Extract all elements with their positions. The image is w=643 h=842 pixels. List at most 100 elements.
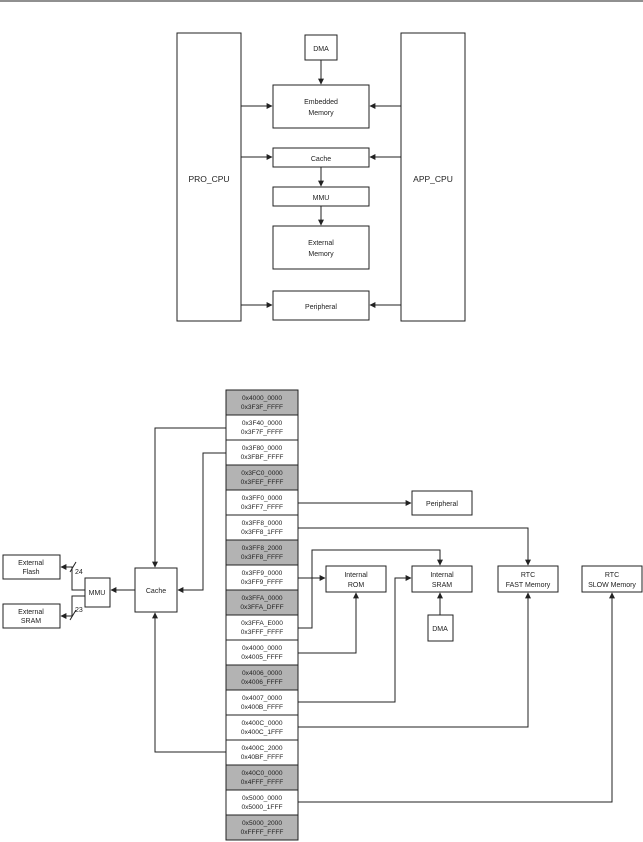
address-region-7 (225, 539, 299, 566)
address-region-11-end: 0x4005_FFFF (241, 654, 282, 661)
address-region-2-end: 0x3F7F_FFFF (241, 429, 283, 436)
internal-sram-box (411, 565, 473, 593)
external-sram-label-2: SRAM (21, 618, 41, 625)
external-flash-box (2, 554, 61, 580)
embedded-memory-box (272, 84, 370, 129)
dma-box-map (427, 614, 454, 642)
address-region-8-end: 0x3FF9_FFFF (241, 579, 283, 586)
address-region-3-start: 0x3F80_0000 (242, 445, 283, 452)
internal-rom-label-2: ROM (348, 582, 365, 589)
address-region-9-start: 0x3FFA_0000 (241, 595, 282, 602)
address-region-2 (225, 414, 299, 441)
internal-rom-box (325, 565, 387, 593)
rtc-slow-label-1: RTC (605, 572, 619, 579)
address-regions: 0x4000_00000x3F3F_FFFF0x3F40_00000x3F7F_… (225, 389, 299, 841)
bus-slash-sram (69, 609, 77, 621)
cache-label-map: Cache (146, 588, 166, 595)
peripheral-box-map (411, 490, 473, 516)
external-memory-box (272, 225, 370, 270)
address-region-14 (225, 714, 299, 741)
address-region-18 (225, 814, 299, 841)
external-memory-label-2: Memory (308, 251, 334, 258)
cache-label-top: Cache (311, 156, 331, 163)
pro-cpu-label: PRO_CPU (188, 174, 229, 184)
address-region-5-start: 0x3FF0_0000 (242, 495, 283, 502)
bus-slash-flash (69, 561, 77, 573)
embedded-memory-label-2: Memory (308, 110, 334, 117)
address-region-17-end: 0x5000_1FFF (241, 804, 282, 811)
address-region-3-end: 0x3FBF_FFFF (241, 454, 284, 461)
rtc-fast-box (497, 565, 559, 593)
address-region-1-start: 0x4000_0000 (242, 395, 282, 402)
external-flash-label-2: Flash (22, 569, 39, 576)
external-sram-label-1: External (18, 609, 44, 616)
address-region-10-end: 0x3FFF_FFFF (241, 629, 284, 636)
address-region-12 (225, 664, 299, 691)
address-region-5 (225, 489, 299, 516)
app-cpu-label: APP_CPU (413, 174, 453, 184)
dma-label-map: DMA (432, 626, 448, 633)
address-region-16-end: 0x4FFF_FFFF (241, 779, 284, 786)
app-cpu-box (400, 32, 466, 322)
mmu-box-map (84, 577, 111, 608)
address-region-1 (225, 389, 299, 416)
address-region-15 (225, 739, 299, 766)
address-region-17 (225, 789, 299, 816)
bus-width-sram: 23 (75, 607, 83, 614)
link-r10-rom (298, 592, 359, 654)
link-r2-cache (177, 452, 226, 593)
link-r14-cache (152, 612, 226, 753)
link-r5-rtcfast (298, 527, 531, 566)
rtc-fast-label-2: FAST Memory (506, 582, 551, 589)
address-region-4-end: 0x3FEF_FFFF (241, 479, 284, 486)
address-region-9-end: 0x3FFA_DFFF (240, 604, 283, 611)
embedded-memory-label-1: Embedded (304, 99, 338, 106)
address-region-12-start: 0x4006_0000 (242, 670, 282, 677)
link-r13-rtcfast (298, 592, 531, 728)
address-region-11-start: 0x4000_0000 (242, 645, 282, 652)
address-region-13-start: 0x4007_0000 (242, 695, 282, 702)
address-region-6 (225, 514, 299, 541)
address-region-16 (225, 764, 299, 791)
peripheral-label-top: Peripheral (305, 304, 337, 311)
address-region-1-end: 0x3F3F_FFFF (241, 404, 283, 411)
link-r9-sram (298, 549, 443, 629)
internal-rom-label-1: Internal (344, 572, 368, 579)
external-memory-label-1: External (308, 240, 334, 247)
pro-cpu-box (176, 32, 242, 322)
peripheral-box-top (272, 290, 370, 321)
address-region-15-start: 0x400C_2000 (241, 745, 282, 752)
link-r16-rtcslow (298, 592, 615, 803)
rtc-slow-label-2: SLOW Memory (588, 582, 636, 589)
link-r12-sram (298, 575, 412, 703)
address-region-4 (225, 464, 299, 491)
external-flash-label-1: External (18, 560, 44, 567)
address-region-11 (225, 639, 299, 666)
address-region-7-start: 0x3FF8_2000 (242, 545, 283, 552)
arrow-mmu-sram (60, 595, 85, 619)
address-region-17-start: 0x5000_0000 (242, 795, 282, 802)
address-region-4-start: 0x3FC0_0000 (241, 470, 283, 477)
address-region-18-end: 0xFFFF_FFFF (241, 829, 284, 836)
address-region-3 (225, 439, 299, 466)
arrow-mmu-flash (60, 564, 85, 591)
internal-sram-label-1: Internal (430, 572, 454, 579)
address-region-8-start: 0x3FF9_0000 (242, 570, 283, 577)
mmu-label-map: MMU (89, 590, 106, 597)
address-region-6-start: 0x3FF8_0000 (242, 520, 283, 527)
address-region-5-end: 0x3FF7_FFFF (241, 504, 283, 511)
address-region-6-end: 0x3FF8_1FFF (241, 529, 283, 536)
external-sram-box (2, 603, 61, 629)
address-region-10-start: 0x3FFA_E000 (241, 620, 283, 627)
mmu-label-top: MMU (313, 195, 330, 202)
address-region-9 (225, 589, 299, 616)
internal-sram-label-2: SRAM (432, 582, 452, 589)
bus-width-flash: 24 (75, 569, 83, 576)
address-region-14-end: 0x400C_1FFF (241, 729, 283, 736)
link-r1-cache (152, 427, 226, 568)
rtc-fast-label-1: RTC (521, 572, 535, 579)
address-region-8 (225, 564, 299, 591)
address-map-diagram: 0x4000_00000x3F3F_FFFF0x3F40_00000x3F7F_… (2, 389, 643, 841)
address-region-10 (225, 614, 299, 641)
